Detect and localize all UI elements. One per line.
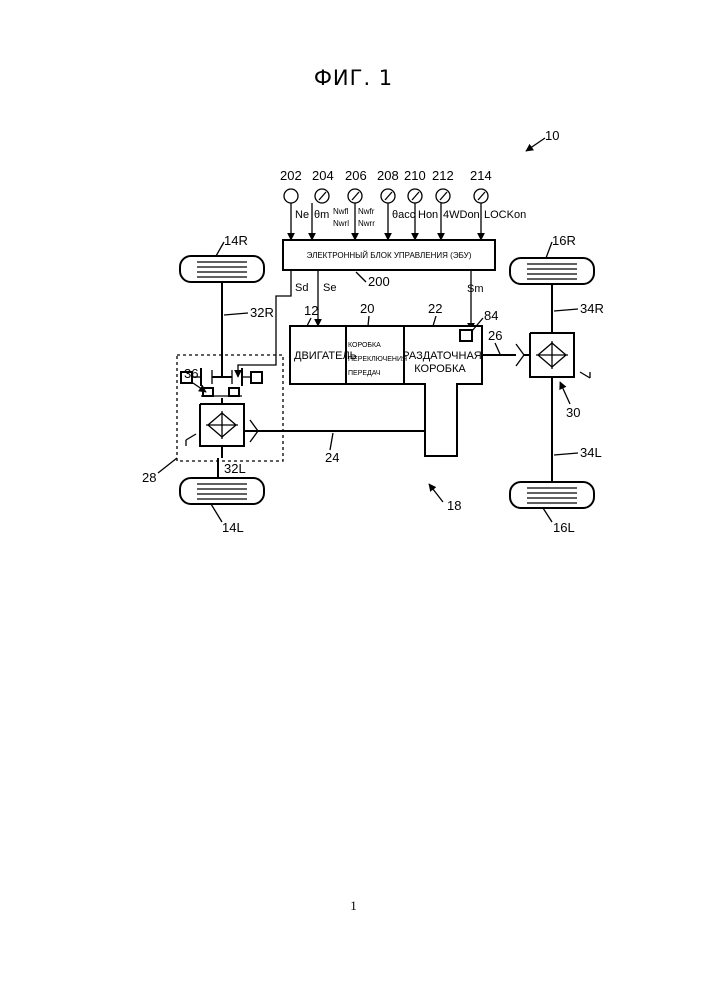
transmission-label-1: КОРОБКА <box>348 342 381 349</box>
sensor-84-box <box>460 330 472 341</box>
transfer-box <box>404 326 482 456</box>
transmission-label-2: ПЕРЕКЛЮЧЕНИЯ <box>348 356 407 363</box>
ref-rear-shaft: 24 <box>325 450 339 465</box>
wheel-14L <box>180 478 264 504</box>
leader-ecu <box>356 272 366 282</box>
sensor-204: 204 θm <box>312 168 334 240</box>
sensor-214: 214 LOCKon <box>470 168 526 240</box>
signal-4wdon: 4WDon <box>443 209 480 221</box>
ref-204: 204 <box>312 168 334 183</box>
ref-vehicle: 10 <box>545 128 559 143</box>
rear-differential <box>186 398 258 458</box>
signal-theta-m: θm <box>314 209 329 221</box>
ref-212: 212 <box>432 168 454 183</box>
signal-nwfr: Nwfr <box>358 207 375 216</box>
signal-nwfl: Nwfl <box>333 207 349 216</box>
ecu-label: ЭЛЕКТРОННЫЙ БЛОК УПРАВЛЕНИЯ (ЭБУ) <box>307 251 472 260</box>
front-differential <box>516 333 590 378</box>
wheel-16L <box>510 482 594 508</box>
page-number: 1 <box>0 898 707 914</box>
ref-axle-32R: 32R <box>250 305 274 320</box>
ref-214: 214 <box>470 168 492 183</box>
ref-ecu: 200 <box>368 274 390 289</box>
signal-ne: Ne <box>295 209 309 221</box>
signal-sd: Sd <box>295 282 308 294</box>
ref-transmission: 20 <box>360 301 374 316</box>
signal-theta-acc: θacc <box>392 209 416 221</box>
sensor-206: 206 Nwfl Nwrl Nwfr Nwrr <box>333 168 375 240</box>
signal-se: Se <box>323 282 336 294</box>
ref-wheel-14L: 14L <box>222 520 244 535</box>
ref-transfer: 22 <box>428 301 442 316</box>
signal-hon: Hon <box>418 209 438 221</box>
ref-208: 208 <box>377 168 399 183</box>
signal-sm: Sm <box>467 283 484 295</box>
wheel-16R <box>510 258 594 284</box>
signal-nwrr: Nwrr <box>358 219 375 228</box>
ref-engine: 12 <box>304 303 318 318</box>
ref-clutch-36: 36 <box>184 366 198 381</box>
ref-206: 206 <box>345 168 367 183</box>
signal-nwrl: Nwrl <box>333 219 349 228</box>
ref-202: 202 <box>280 168 302 183</box>
ref-wheel-14R: 14R <box>224 233 248 248</box>
transfer-label-2: КОРОБКА <box>414 363 466 375</box>
ref-84: 84 <box>484 308 498 323</box>
transfer-label-1: РАЗДАТОЧНАЯ <box>402 350 482 362</box>
ref-210: 210 <box>404 168 426 183</box>
signal-lockon: LOCKon <box>484 209 526 221</box>
ref-wheel-16R: 16R <box>552 233 576 248</box>
ref-wheel-16L: 16L <box>553 520 575 535</box>
ref-powertrain: 18 <box>447 498 461 513</box>
ref-diff-30: 30 <box>566 405 580 420</box>
transmission-label-3: ПЕРЕДАЧ <box>348 370 381 377</box>
sd-line <box>238 270 291 377</box>
wheel-14R <box>180 256 264 282</box>
sensor-202: 202 Ne <box>280 168 309 240</box>
ref-axle-32L: 32L <box>224 461 246 476</box>
leader-powertrain <box>429 484 443 502</box>
ref-diff-28: 28 <box>142 470 156 485</box>
gauge-icon <box>284 189 298 203</box>
ref-front-shaft: 26 <box>488 328 502 343</box>
ref-axle-34R: 34R <box>580 301 604 316</box>
leader-vehicle <box>526 138 545 151</box>
ref-axle-34L: 34L <box>580 445 602 460</box>
